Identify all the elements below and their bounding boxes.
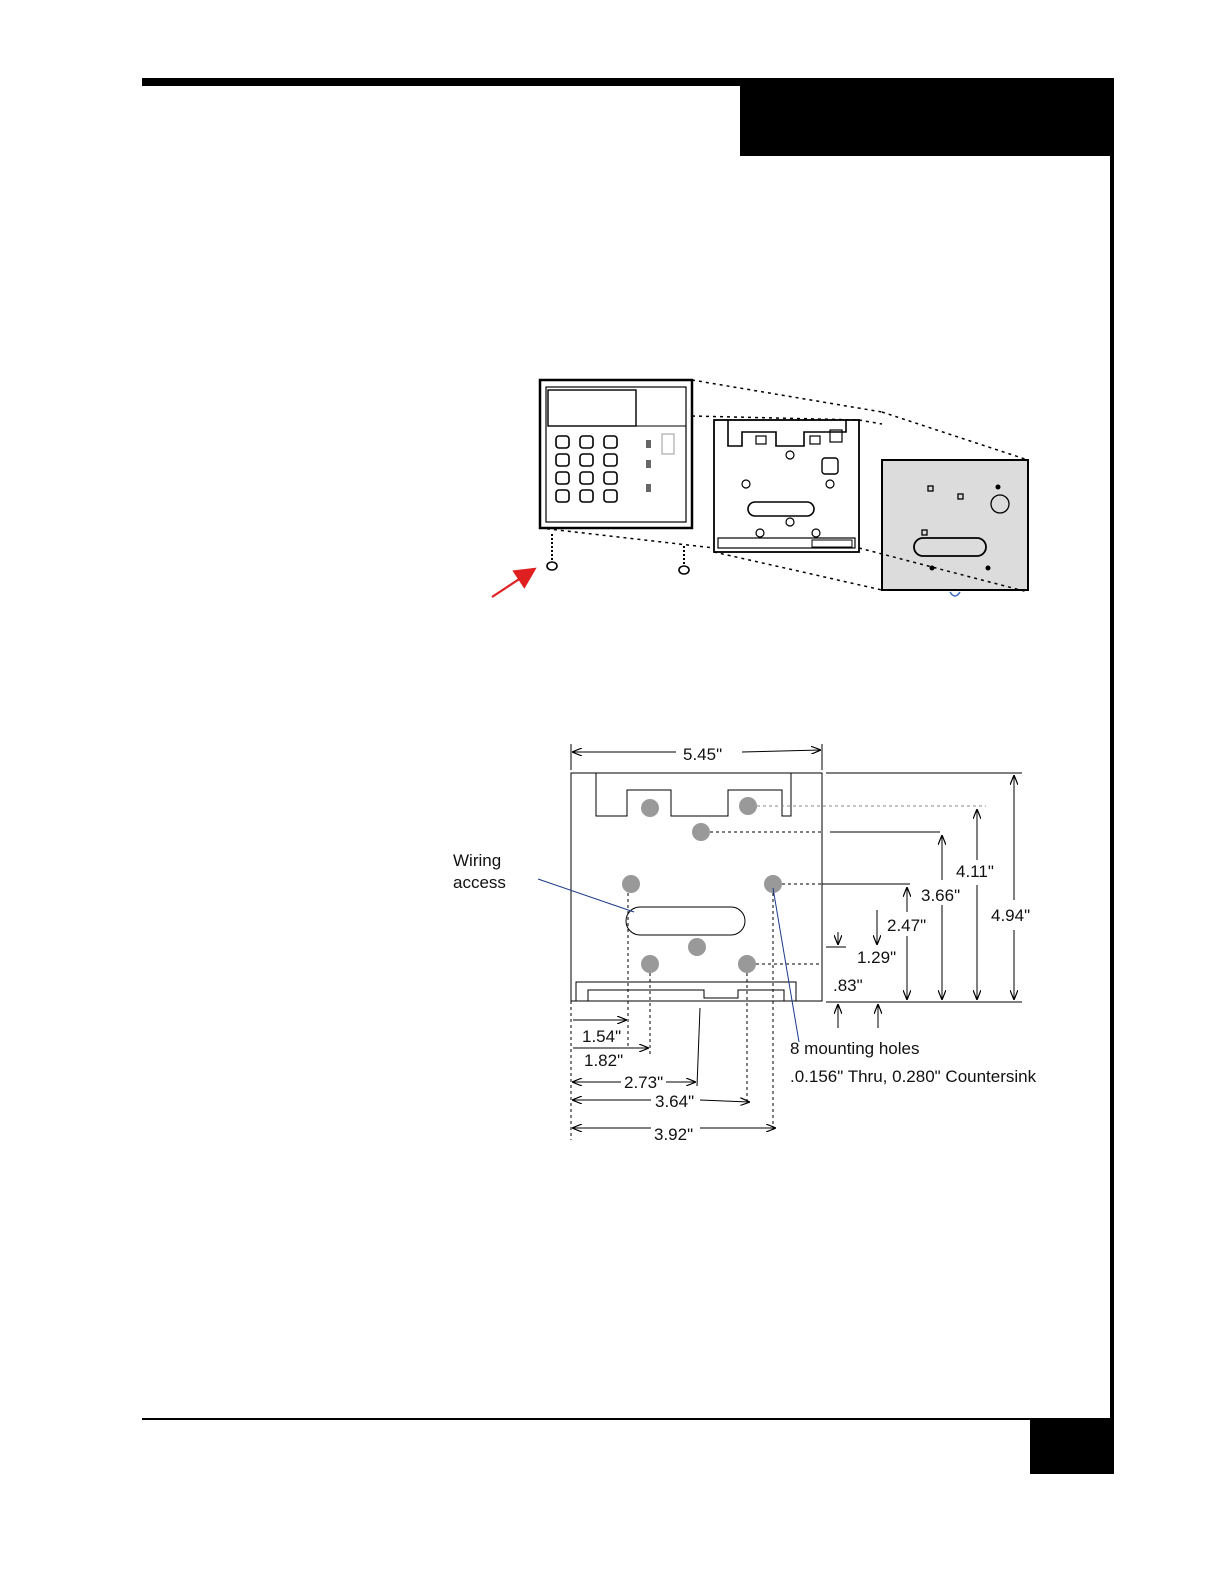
mounting-hole [692, 823, 710, 841]
holes-leader [773, 888, 799, 1042]
mounting-hole [641, 799, 659, 817]
extension-lines-solid [571, 744, 1022, 1086]
wall-panel [882, 460, 1028, 596]
mounting-holes-spec: .0.156" Thru, 0.280" Countersink [790, 1067, 1037, 1086]
dim-label-1-54: 1.54" [582, 1027, 621, 1046]
mounting-hole [688, 938, 706, 956]
red-arrow [492, 570, 533, 597]
mounting-hole [739, 797, 757, 815]
mounting-screw-right [679, 546, 689, 574]
mounting-holes [622, 797, 782, 973]
mounting-screw-left [547, 534, 557, 570]
mounting-hole [622, 875, 640, 893]
wiring-leader [538, 879, 634, 912]
dim-label-4-94: 4.94" [991, 906, 1030, 925]
mounting-holes-label: 8 mounting holes [790, 1039, 919, 1058]
mounting-bracket [714, 420, 859, 552]
mounting-hole [738, 955, 756, 973]
mounting-hole [641, 955, 659, 973]
wiring-access-label-line1: Wiring [453, 851, 501, 870]
keypad-buttons [556, 436, 617, 502]
dim-label-4-11: 4.11" [956, 862, 994, 881]
dim-label-3-66: 3.66" [921, 886, 960, 905]
wiring-access-label-line2: access [453, 873, 506, 892]
dim-label-0-83: .83" [833, 976, 863, 995]
dim-label-1-82: 1.82" [584, 1051, 623, 1070]
footer-tab-block [1030, 1418, 1114, 1474]
dim-label-5-45: 5.45" [683, 745, 722, 764]
dimension-drawing: Wiring access 5.45" 4.11" 3.66" 2.47" 1.… [440, 740, 1070, 1150]
header-tab-block [740, 78, 1114, 156]
dim-label-3-92: 3.92" [654, 1125, 693, 1144]
dim-label-1-29: 1.29" [857, 948, 896, 967]
right-margin-rule [1110, 78, 1114, 1474]
dim-label-2-73: 2.73" [624, 1073, 663, 1092]
footer-rule [142, 1418, 1112, 1420]
dim-label-3-64: 3.64" [655, 1092, 694, 1111]
indicator-leds [646, 434, 674, 492]
exploded-assembly-illustration [425, 345, 1065, 645]
bracket-outline [571, 773, 822, 1001]
dim-label-2-47: 2.47" [887, 916, 926, 935]
